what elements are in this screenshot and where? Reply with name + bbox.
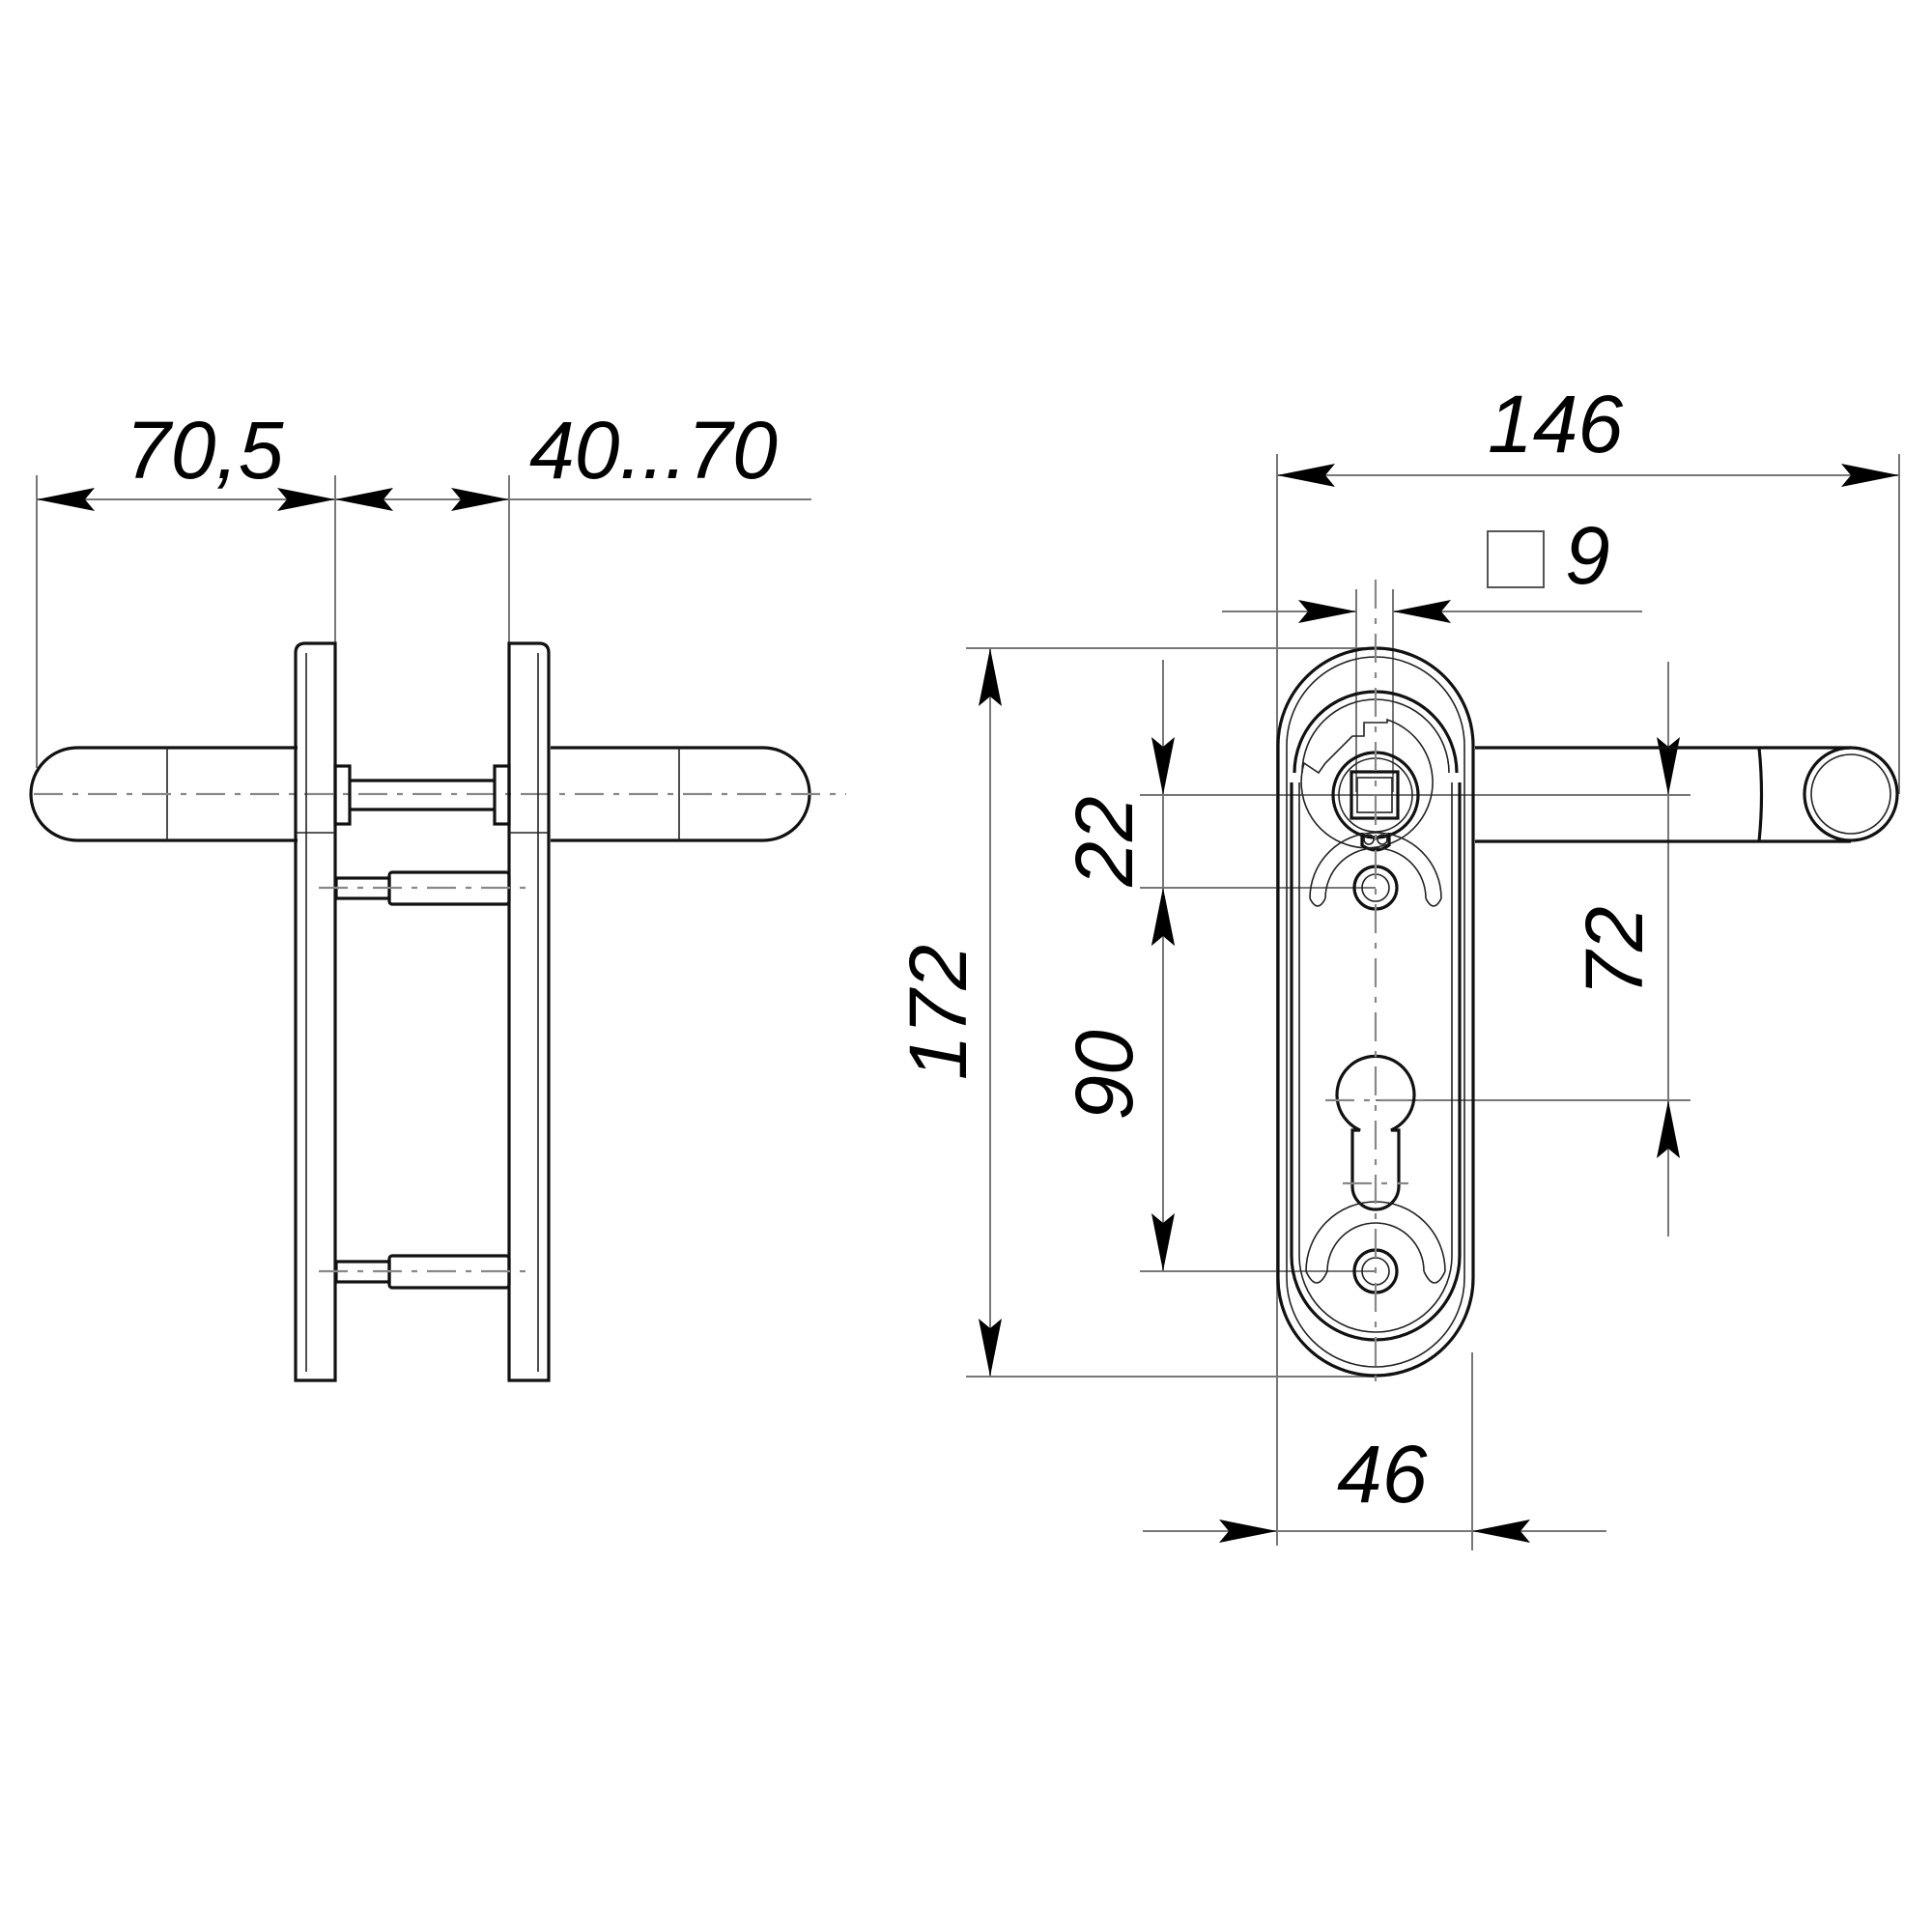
dimension-screw-spacing: 90 xyxy=(1059,888,1376,1272)
dimension-label-70-5: 70,5 xyxy=(126,405,284,496)
front-escutcheon-plate xyxy=(1276,580,1475,1391)
dimension-label-46: 46 xyxy=(1337,1429,1428,1520)
dimension-door-thickness: 40...70 xyxy=(335,405,811,511)
dimension-plate-width: 46 xyxy=(1143,1352,1606,1550)
side-view: 70,5 40...70 xyxy=(29,405,846,1382)
right-backplate xyxy=(507,641,551,1382)
dimension-lever-projection: 70,5 xyxy=(37,405,335,511)
front-lever-handle xyxy=(1475,746,1899,843)
dimension-spindle-square: 9 xyxy=(1222,510,1642,792)
spindle-rose xyxy=(1300,718,1434,852)
dimension-plate-height: 172 xyxy=(893,647,1376,1378)
left-backplate xyxy=(294,641,337,1382)
square-symbol-icon xyxy=(1487,530,1545,588)
dimension-label-72: 72 xyxy=(1569,906,1660,996)
dimension-backset: 72 xyxy=(1376,662,1690,1236)
lower-through-bolt xyxy=(319,1254,531,1290)
spindle xyxy=(333,764,511,826)
dimension-label-146: 146 xyxy=(1488,379,1623,469)
dimension-label-9: 9 xyxy=(1565,510,1610,601)
cylinder-keyhole xyxy=(1335,1054,1416,1211)
dimension-label-90: 90 xyxy=(1059,1030,1150,1121)
dimension-label-22: 22 xyxy=(1059,796,1150,887)
front-view: 146 9 172 22 xyxy=(893,379,1900,1550)
upper-through-bolt xyxy=(319,870,531,906)
dimension-label-40-70: 40...70 xyxy=(529,405,778,496)
dimension-label-172: 172 xyxy=(893,945,983,1080)
